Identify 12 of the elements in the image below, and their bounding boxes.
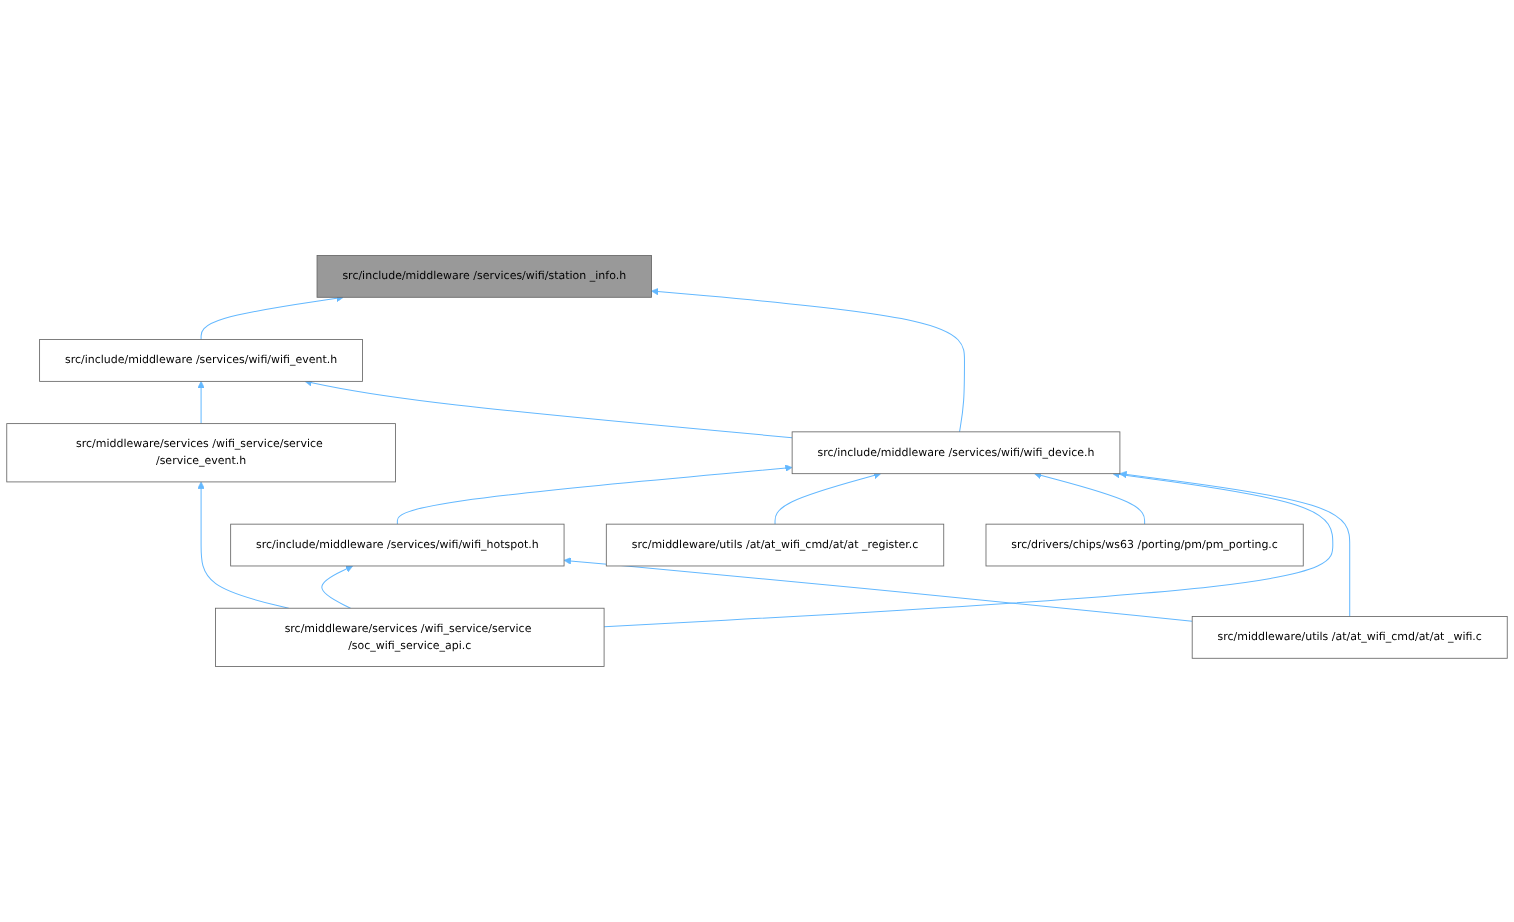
arrow <box>197 381 205 425</box>
arrow <box>197 481 290 609</box>
arrow <box>304 379 793 439</box>
arrow <box>563 557 1193 622</box>
arrow <box>603 470 1334 628</box>
arrow <box>1119 470 1351 617</box>
arrow <box>200 294 344 341</box>
arrow <box>651 287 965 433</box>
arrow <box>321 565 354 609</box>
arrow <box>396 464 793 525</box>
arrow <box>1034 471 1146 525</box>
arrow <box>774 471 882 525</box>
